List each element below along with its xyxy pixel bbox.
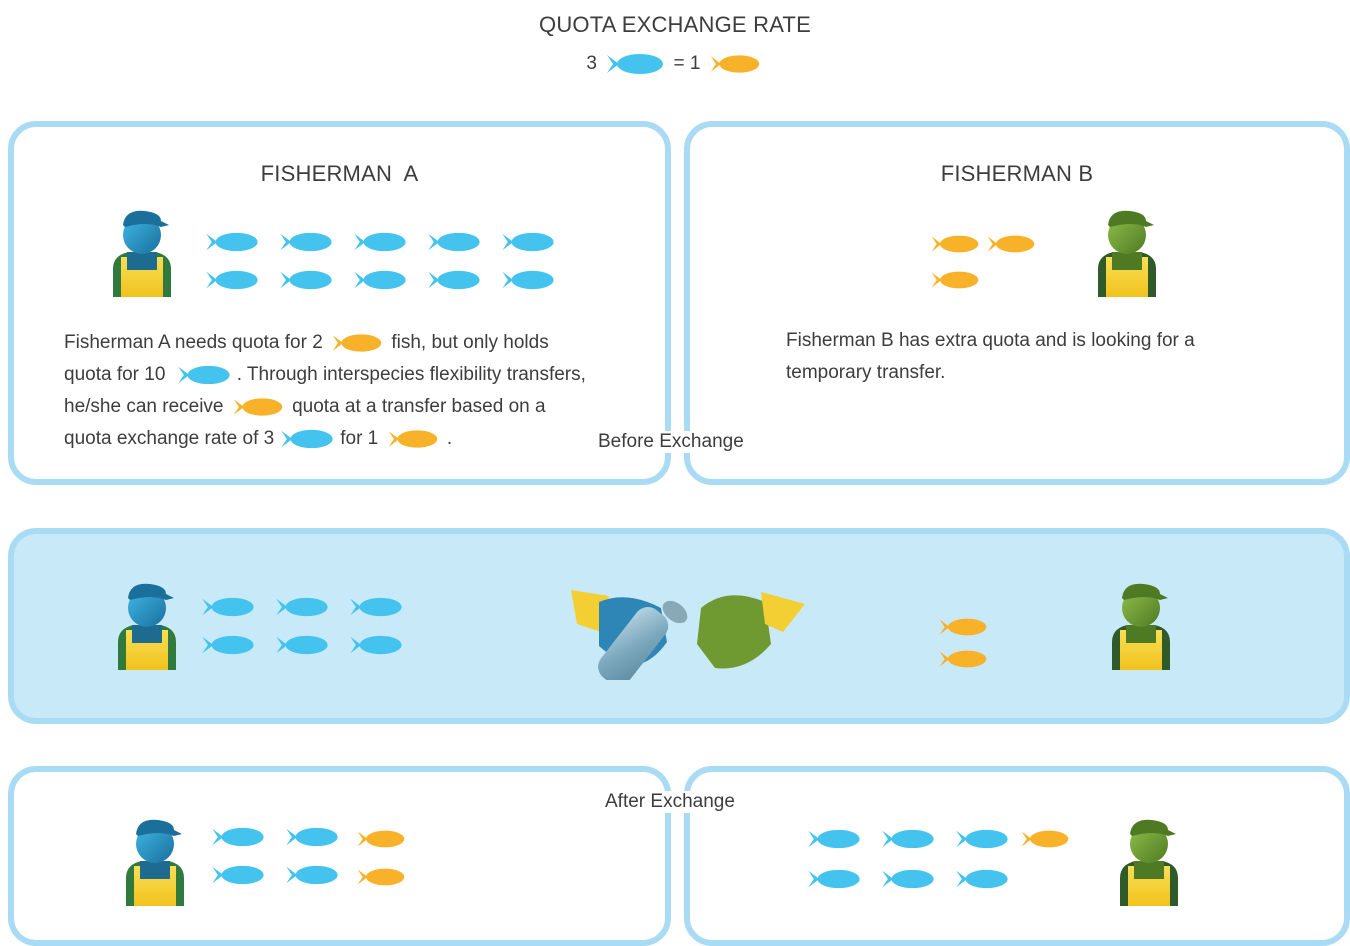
desc-a-text-8: for 1 (340, 428, 379, 449)
desc-a-text-2: fish, but only holds (391, 332, 549, 353)
fisherman-a-title: FISHERMAN A (260, 161, 419, 186)
desc-a-text-7: quota exchange rate of 3 (64, 428, 275, 449)
blue-fish-icon (806, 828, 862, 850)
blue-fish-icon (348, 596, 404, 618)
fisherman-a-icon (120, 816, 190, 906)
orange-fish-icon (938, 616, 988, 638)
fisherman-b-description: Fisherman B has extra quota and is looki… (786, 325, 1306, 389)
desc-b-line-2: temporary transfer. (786, 362, 946, 383)
blue-fish-icon (426, 269, 482, 291)
exchange-rate-formula: 3 = 1 (0, 52, 1350, 76)
blue-fish-icon (278, 269, 334, 291)
exchange-rate-title: QUOTA EXCHANGE RATE (539, 12, 811, 37)
blue-fish-icon (352, 269, 408, 291)
after-exchange-label: After Exchange (601, 791, 739, 813)
blue-fish-icon (352, 231, 408, 253)
rate-equals: = 1 (673, 53, 701, 75)
exchange-panel (8, 528, 1350, 724)
blue-fish-icon (200, 596, 256, 618)
blue-fish-icon (605, 52, 665, 76)
blue-fish-icon (284, 864, 340, 886)
blue-fish-icon (278, 231, 334, 253)
blue-fish-icon (284, 826, 340, 848)
desc-a-text-1: Fisherman A needs quota for 2 (64, 332, 323, 353)
blue-fish-icon (500, 269, 556, 291)
blue-fish-icon (500, 231, 556, 253)
orange-fish-icon (232, 396, 284, 418)
blue-fish-icon (348, 634, 404, 656)
blue-fish-icon (954, 868, 1010, 890)
orange-fish-icon (387, 428, 439, 450)
orange-fish-icon (930, 269, 980, 291)
fisherman-b-title: FISHERMAN B (940, 161, 1094, 186)
before-exchange-label: Before Exchange (594, 431, 748, 453)
blue-fish-icon (277, 428, 337, 450)
fisherman-a-description: Fisherman A needs quota for 2 fish, but … (64, 327, 644, 455)
fisherman-a-icon (107, 207, 177, 297)
desc-a-text-4: . Through interspecies flexibility trans… (236, 364, 586, 385)
orange-fish-icon (709, 53, 761, 75)
fisherman-a-after-panel (8, 766, 671, 946)
blue-fish-icon (204, 231, 260, 253)
rate-left-number: 3 (586, 53, 597, 75)
orange-fish-icon (331, 332, 383, 354)
handshake-icon (571, 590, 805, 680)
fisherman-b-before-panel: FISHERMAN B Fisherman B has extra quota … (684, 121, 1350, 485)
desc-a-text-6: quota at a transfer based on a (292, 396, 546, 417)
desc-a-text-3: quota for 10 (64, 364, 166, 385)
fisherman-a-before-panel: FISHERMAN A Fisherman A needs quota for … (8, 121, 671, 485)
blue-fish-icon (210, 826, 266, 848)
orange-fish-icon (356, 866, 406, 888)
orange-fish-icon (986, 233, 1036, 255)
orange-fish-icon (1020, 828, 1070, 850)
blue-fish-icon (274, 596, 330, 618)
desc-b-line-1: Fisherman B has extra quota and is looki… (786, 330, 1195, 351)
blue-fish-icon (806, 868, 862, 890)
blue-fish-icon (174, 364, 234, 386)
blue-fish-icon (210, 864, 266, 886)
blue-fish-icon (880, 868, 936, 890)
fisherman-a-icon (112, 580, 182, 670)
desc-a-text-9: . (446, 428, 453, 449)
blue-fish-icon (426, 231, 482, 253)
fisherman-b-icon (1106, 580, 1176, 670)
desc-a-text-5: he/she can receive (64, 396, 224, 417)
blue-fish-icon (204, 269, 260, 291)
blue-fish-icon (880, 828, 936, 850)
fisherman-b-icon (1114, 816, 1184, 906)
blue-fish-icon (954, 828, 1010, 850)
blue-fish-icon (274, 634, 330, 656)
orange-fish-icon (930, 233, 980, 255)
fisherman-b-after-panel (684, 766, 1350, 946)
blue-fish-icon (200, 634, 256, 656)
fisherman-b-icon (1092, 207, 1162, 297)
orange-fish-icon (938, 648, 988, 670)
orange-fish-icon (356, 828, 406, 850)
